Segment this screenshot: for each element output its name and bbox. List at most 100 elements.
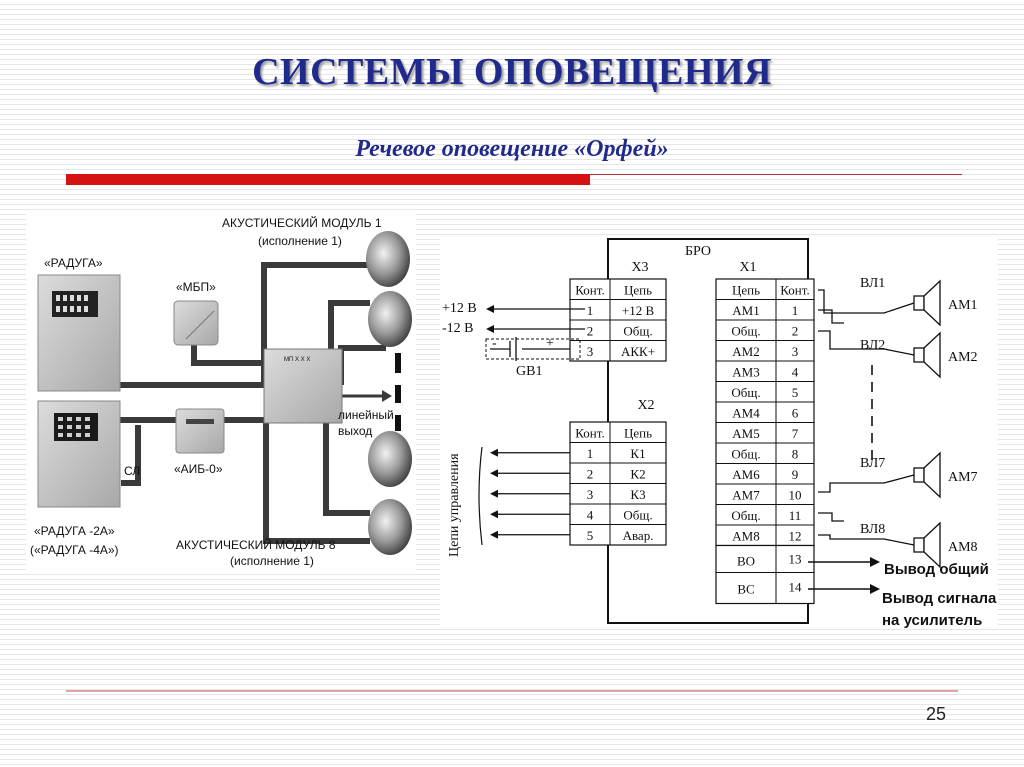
- x3-cell: АКК+: [621, 344, 655, 359]
- x3-table: Конт. Цепь 1 +12 В 2 Общ. 3 АКК+: [569, 278, 667, 362]
- x1-cell: АМ2: [732, 344, 759, 359]
- speaker-cone: [923, 279, 941, 327]
- x3-cell: 1: [587, 303, 594, 318]
- raduga-2a-label: «РАДУГА -2А»: [34, 524, 115, 538]
- plus12-label: +12 В: [442, 301, 477, 316]
- aib-unit: [175, 408, 225, 454]
- raduga-keys: [56, 295, 88, 312]
- raduga-2a-keys: [58, 417, 90, 437]
- speaker-cone: [923, 451, 941, 499]
- aib-label: «АИБ-0»: [174, 462, 223, 476]
- x1-label: Х1: [739, 260, 756, 275]
- line-1-label: ВЛ1: [860, 276, 885, 291]
- x1-extra-circuit: ВС: [737, 582, 754, 597]
- x1-cell: Общ.: [731, 385, 760, 400]
- speaker-label: АМ2: [948, 350, 978, 365]
- x2-cell: 1: [587, 446, 594, 461]
- x1-grid: [715, 278, 815, 547]
- gb1-minus: -: [492, 336, 497, 351]
- x1-cell: 8: [792, 447, 799, 462]
- speaker-cone: [923, 521, 941, 569]
- mbp-detail: [185, 310, 215, 340]
- x1-cell: 1: [792, 303, 799, 318]
- accent-rule: [590, 174, 962, 175]
- speaker-7: [368, 431, 412, 487]
- x3-cell: 2: [587, 324, 594, 339]
- x1-cell: АМ1: [732, 303, 759, 318]
- x1-cell: АМ7: [732, 488, 760, 503]
- x2-cell: 5: [587, 528, 594, 543]
- x2-cell: Общ.: [623, 508, 652, 523]
- x2-header: Конт.: [575, 426, 604, 441]
- x2-cell: 4: [587, 508, 594, 523]
- speaker-magnet: [913, 295, 925, 311]
- x1-cell: 3: [792, 344, 799, 359]
- plus12-arrow: [486, 305, 494, 313]
- line-out-arrowhead: [382, 390, 392, 402]
- x3-header: Цепь: [624, 283, 652, 298]
- control-arrowhead: [490, 489, 498, 498]
- out-common-arrow: [870, 557, 880, 567]
- speaker-magnet: [913, 347, 925, 363]
- x1-cell: 9: [792, 467, 799, 482]
- speaker-1: [366, 231, 410, 287]
- page-number: 25: [925, 704, 946, 724]
- aib-slot: [186, 419, 214, 424]
- minus12-label: -12 В: [442, 321, 474, 336]
- acoustic-module-1-variant: (исполнение 1): [258, 234, 342, 248]
- x2-header: Цепь: [624, 426, 652, 441]
- x1-cell: 10: [789, 488, 802, 503]
- x1-extra-contact: 14: [789, 580, 803, 595]
- x1-cell: 6: [792, 406, 799, 421]
- equipment-diagram: «РАДУГА» «РАДУГА -2А» («РАДУГА -4А») СЛ …: [26, 213, 416, 571]
- x1-cell: 5: [792, 385, 799, 400]
- x2-cell: Авар.: [623, 528, 654, 543]
- x3-header: Конт.: [575, 283, 604, 298]
- control-circuits-label: Цепи управления: [447, 453, 462, 557]
- control-arrowhead: [490, 469, 498, 478]
- accent-bar: [66, 174, 590, 185]
- out-signal-label-1: Вывод сигнала: [882, 590, 997, 607]
- speaker-2: [368, 291, 412, 347]
- control-arrows: [490, 448, 570, 539]
- x2-cell: К1: [630, 446, 645, 461]
- control-arrowhead: [490, 510, 498, 519]
- control-bracket: [478, 446, 483, 546]
- linear-output-label-1: линейный: [338, 408, 394, 422]
- mbp-label: «МБП»: [176, 280, 216, 294]
- x1-cell: Общ.: [731, 508, 760, 523]
- x1-cell: 11: [789, 508, 802, 523]
- x1-cell: 2: [792, 324, 799, 339]
- speaker-label: АМ8: [948, 540, 978, 555]
- acoustic-module-8-label: АКУСТИЧЕСКИЙ МОДУЛЬ 8: [176, 537, 336, 552]
- gb1-label: GB1: [516, 364, 542, 379]
- x1-cell: Общ.: [731, 447, 760, 462]
- x1-extra-grid: [715, 544, 815, 605]
- x1-cell: АМ3: [732, 365, 759, 380]
- x1-header: Цепь: [732, 283, 760, 298]
- x3-cell: 3: [587, 344, 594, 359]
- x1-cell: Общ.: [731, 324, 760, 339]
- power-wires: [490, 308, 585, 361]
- x1-extra-contact: 13: [789, 552, 802, 567]
- minus12-arrow: [486, 325, 494, 333]
- speaker-8: [368, 499, 412, 555]
- acoustic-module-1-label: АКУСТИЧЕСКИЙ МОДУЛЬ 1: [222, 215, 382, 230]
- control-arrowhead: [490, 448, 498, 457]
- linear-output-label-2: выход: [338, 424, 372, 438]
- sl-label: СЛ: [124, 464, 140, 478]
- x1-extra-circuit: ВО: [737, 554, 755, 569]
- wires: [118, 262, 386, 544]
- x1-cell: АМ8: [732, 529, 759, 544]
- x2-label: Х2: [637, 398, 654, 413]
- equipment-diagram-svg: «РАДУГА» «РАДУГА -2А» («РАДУГА -4А») СЛ …: [30, 215, 412, 568]
- x1-cell: АМ5: [732, 426, 759, 441]
- x3-cell: +12 В: [622, 303, 655, 318]
- x2-cell: 3: [587, 487, 594, 502]
- speaker-label: АМ7: [948, 470, 978, 485]
- acoustic-module-8-variant: (исполнение 1): [230, 554, 314, 568]
- x3-cell: Общ.: [623, 324, 652, 339]
